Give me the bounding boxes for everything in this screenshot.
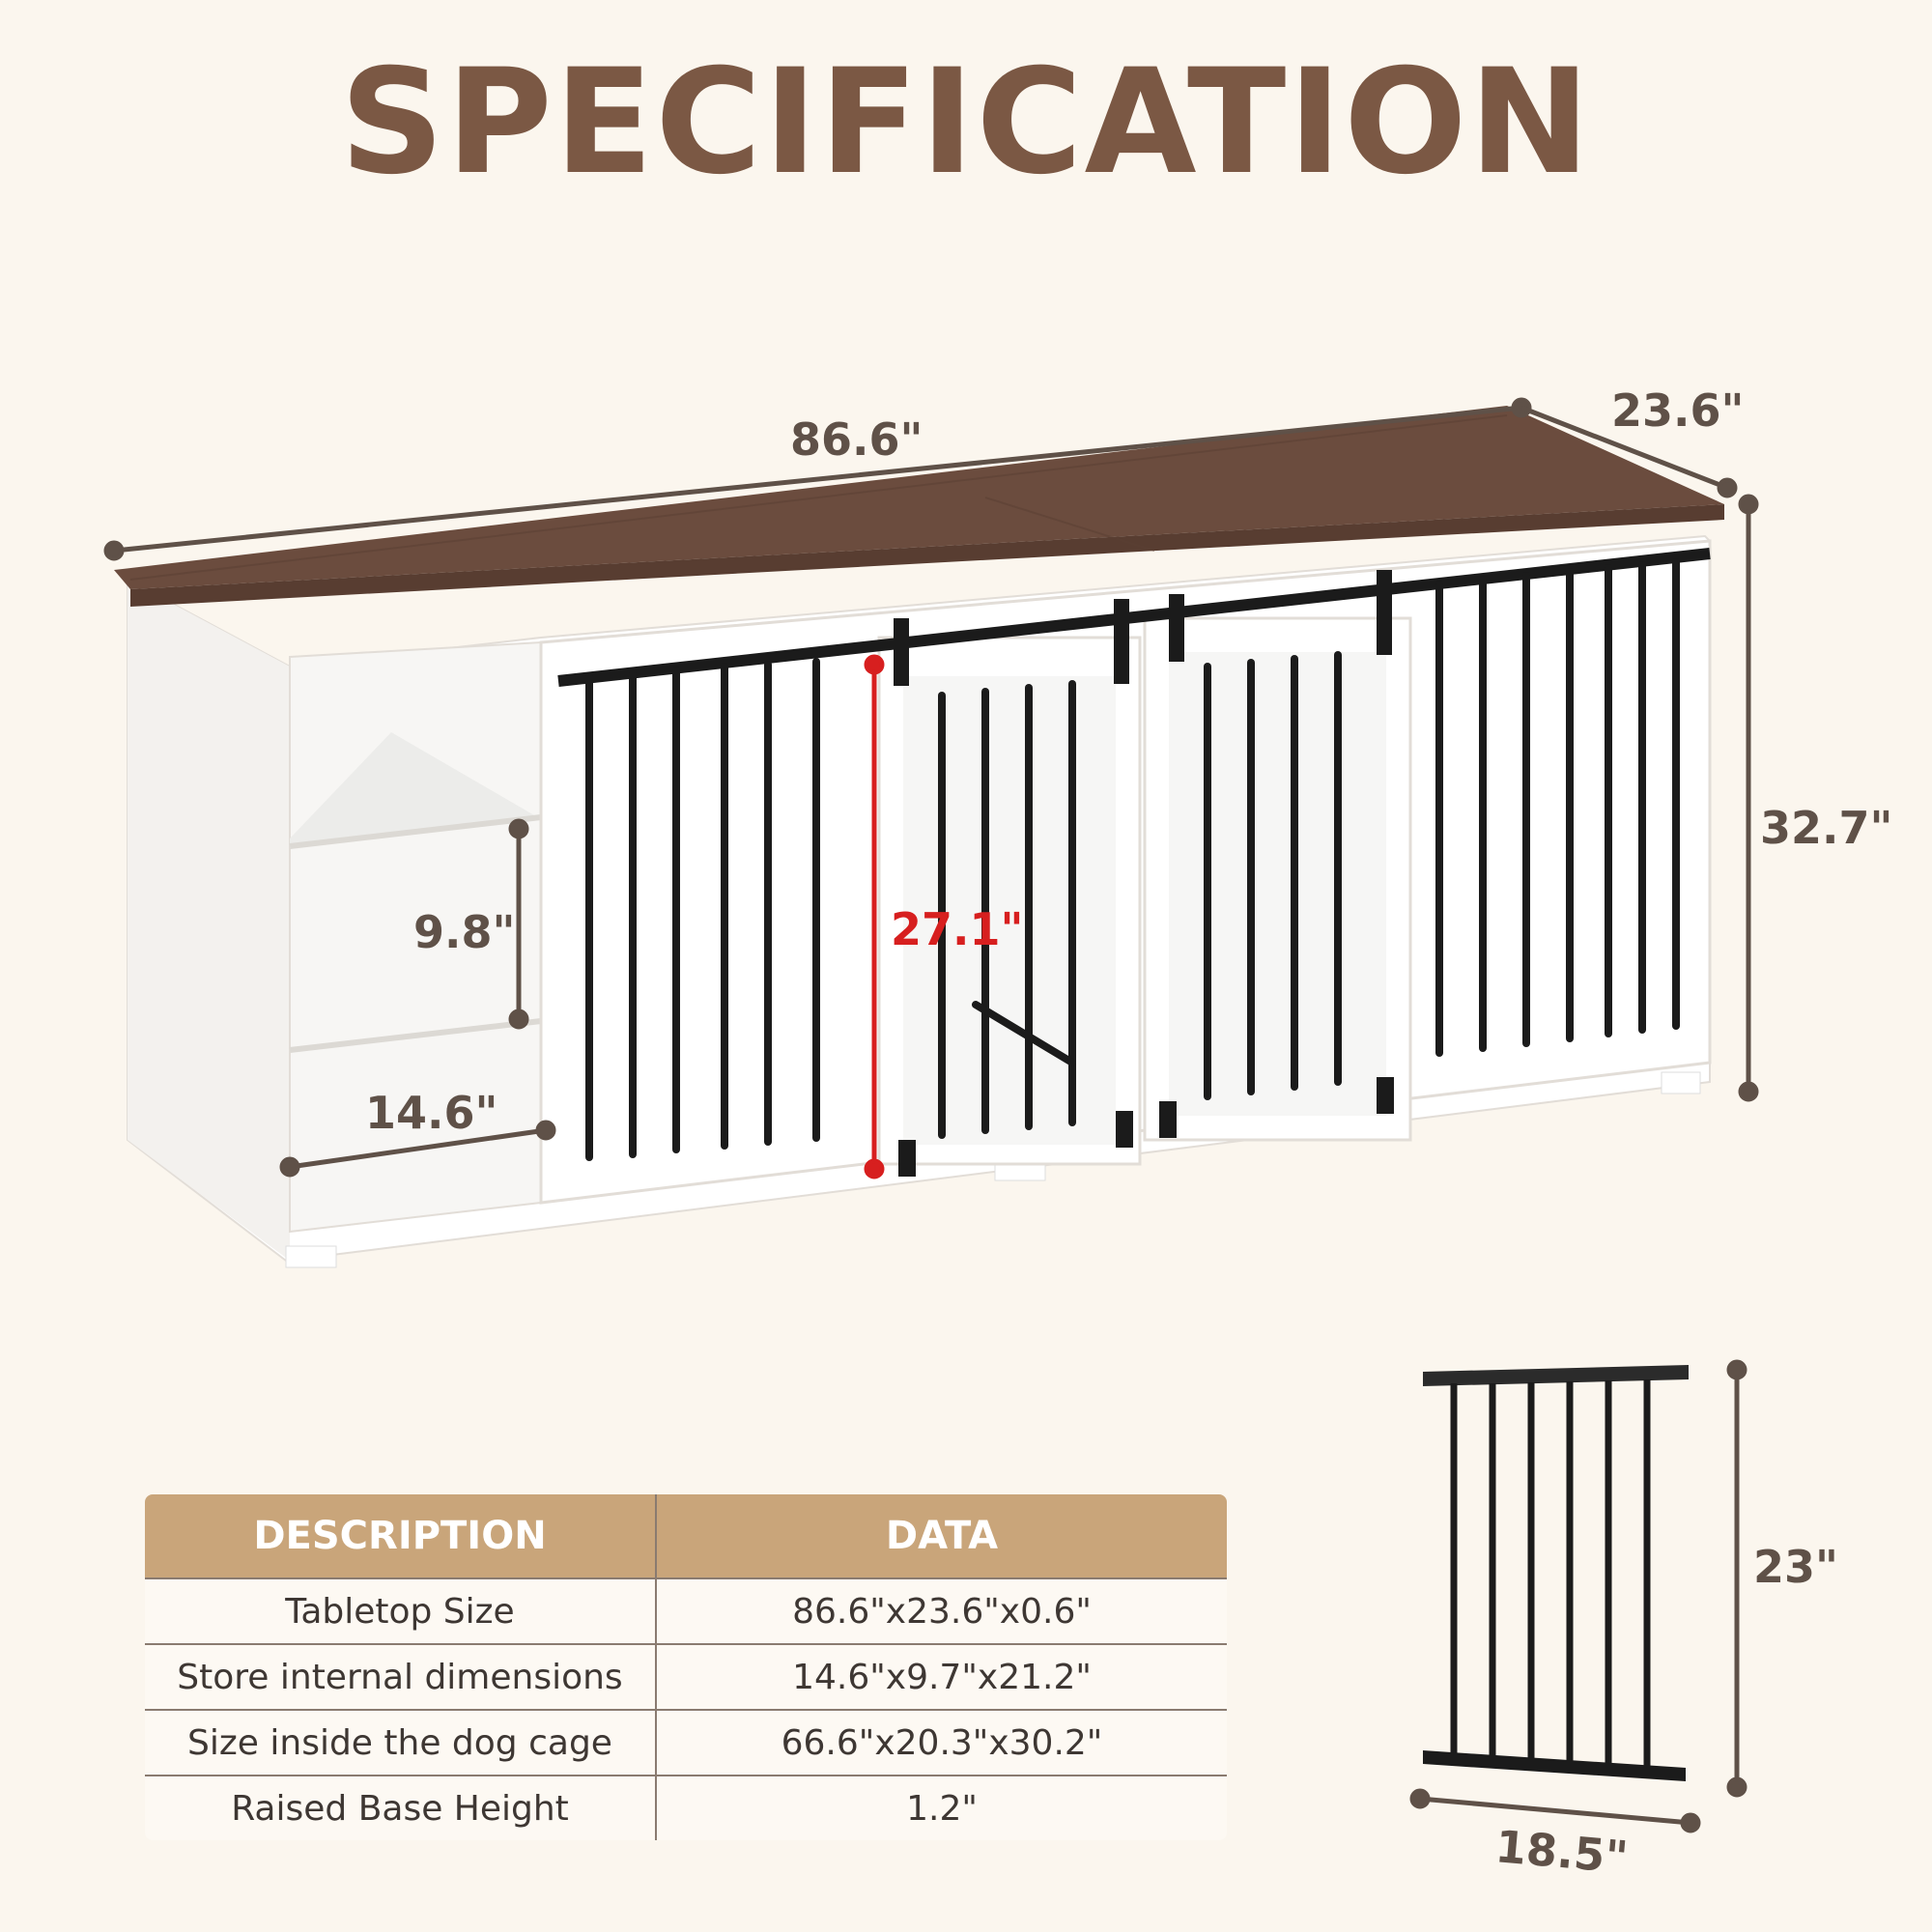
- tabletop: [114, 406, 1724, 607]
- panel-height-label: 23": [1753, 1541, 1838, 1593]
- page-title: SPECIFICATION: [339, 39, 1593, 207]
- height-label: 32.7": [1760, 802, 1893, 854]
- shelf-depth-label: 14.6": [365, 1087, 498, 1139]
- dimension-lines: [103, 397, 1759, 1178]
- table-header-row: DESCRIPTION DATA: [145, 1494, 1227, 1578]
- table-row: Tabletop Size 86.6"x23.6"x0.6": [145, 1577, 1227, 1644]
- row-data: 14.6"x9.7"x21.2": [656, 1643, 1227, 1710]
- table-row: Raised Base Height 1.2": [145, 1775, 1227, 1840]
- row-description: Store internal dimensions: [145, 1643, 657, 1710]
- cage-front: [539, 539, 1712, 1205]
- inner-height-line: [864, 654, 885, 1179]
- row-data: 86.6"x23.6"x0.6": [656, 1577, 1227, 1644]
- length-label: 86.6": [790, 413, 923, 466]
- row-data: 66.6"x20.3"x30.2": [656, 1709, 1227, 1776]
- cage-bars: [585, 558, 1680, 1161]
- shelf-height-label: 9.8": [413, 906, 516, 958]
- spec-table: DESCRIPTION DATA Tabletop Size 86.6"x23.…: [143, 1492, 1229, 1842]
- row-description: Tabletop Size: [145, 1577, 657, 1644]
- door-latches: [898, 1077, 1394, 1177]
- row-description: Raised Base Height: [145, 1775, 657, 1840]
- inner-height-label: 27.1": [891, 903, 1024, 955]
- row-data: 1.2": [656, 1775, 1227, 1840]
- column-header-data: DATA: [656, 1494, 1227, 1578]
- column-header-description: DESCRIPTION: [145, 1494, 657, 1578]
- row-description: Size inside the dog cage: [145, 1709, 657, 1776]
- table-row: Store internal dimensions 14.6"x9.7"x21.…: [145, 1643, 1227, 1710]
- table-row: Size inside the dog cage 66.6"x20.3"x30.…: [145, 1709, 1227, 1776]
- divider-panel: [1409, 1359, 1747, 1833]
- depth-label: 23.6": [1611, 384, 1745, 437]
